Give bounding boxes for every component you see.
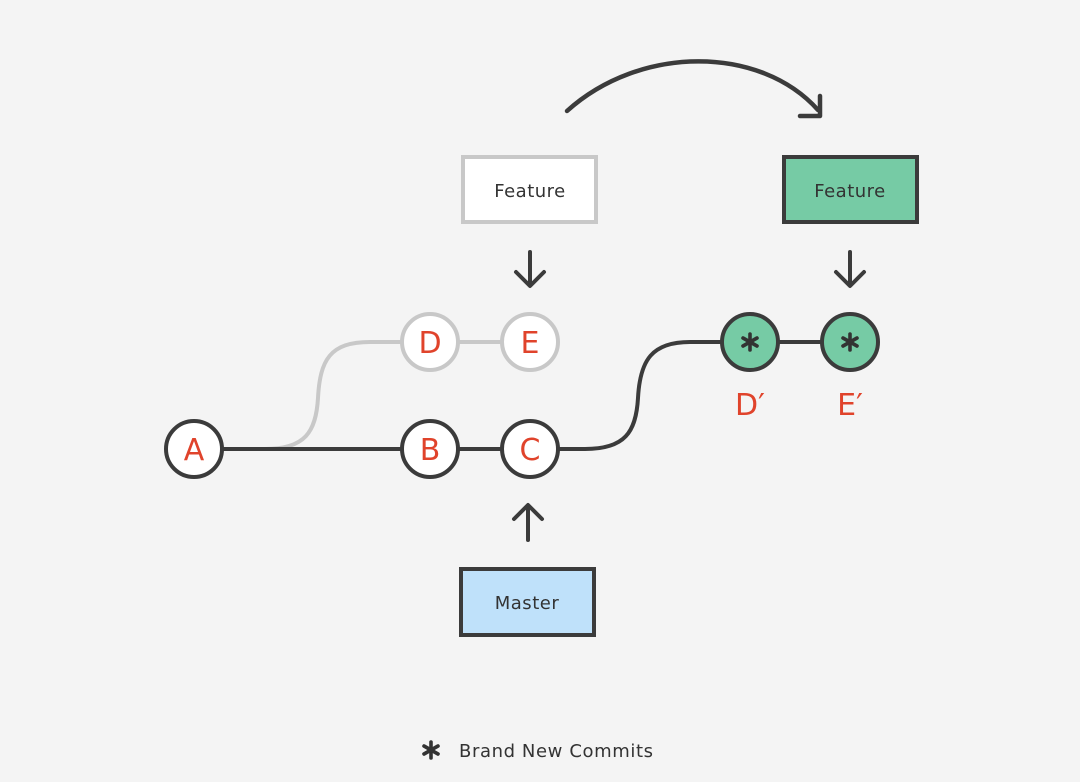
new-feature-branch-line: [558, 340, 722, 451]
commit-d-label: D: [418, 326, 441, 361]
commit-d-prime: [720, 312, 780, 372]
commit-d-prime-label: D′: [735, 388, 765, 423]
commit-e-label: E: [521, 326, 540, 361]
legend-label: Brand New Commits: [459, 741, 654, 762]
commit-b-label: B: [420, 433, 441, 468]
commit-a: A: [164, 419, 224, 479]
commit-e-prime-label: E′: [837, 388, 863, 423]
commit-d-old: D: [400, 312, 460, 372]
commit-e-prime: [820, 312, 880, 372]
legend: Brand New Commits: [422, 740, 654, 762]
rebase-arc-arrow: [564, 59, 821, 114]
commit-b: B: [400, 419, 460, 479]
commit-a-label: A: [184, 433, 205, 468]
commit-c: C: [500, 419, 560, 479]
down-arrow-icon: [514, 250, 546, 288]
old-feature-branch-line: [264, 340, 402, 451]
asterisk-icon: [422, 740, 440, 760]
feature-new-label: Feature: [814, 181, 886, 202]
up-arrow-icon: [512, 503, 544, 542]
master-label: Master: [495, 593, 560, 614]
feature-old-label: Feature: [494, 181, 566, 202]
master-branch-box: Master: [459, 567, 596, 637]
down-arrow-icon: [834, 250, 866, 288]
commit-c-label: C: [520, 433, 541, 468]
rebase-arrowhead: [797, 93, 823, 119]
feature-branch-box-new: Feature: [782, 155, 919, 224]
feature-branch-box-old: Feature: [461, 155, 598, 224]
commit-e-old: E: [500, 312, 560, 372]
